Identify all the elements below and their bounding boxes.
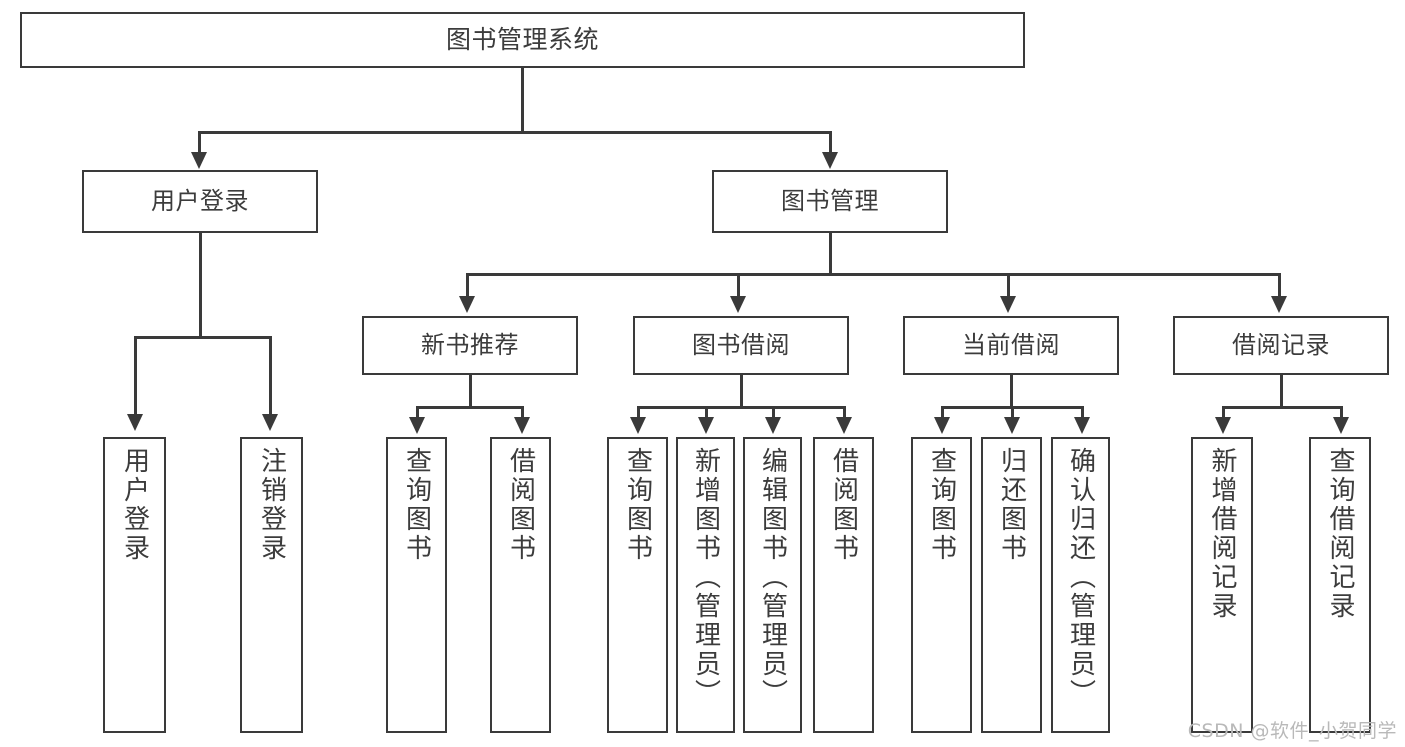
node-label: 图书管理系统 [445,25,599,54]
edge-current-borrow-to-leaf-1 [1011,406,1014,419]
node-label: 图书借阅 [692,331,790,360]
edge-book-mgmt-stem [829,233,832,275]
edge-root-to-user-login [198,131,201,155]
edge-book-mgmt-bus [466,273,1280,276]
node-label: 归还图书 [996,447,1027,563]
leaf-book-borrow-0[interactable]: 查询图书 [607,437,668,733]
node-current-borrow[interactable]: 当前借阅 [903,316,1119,375]
edge-new-books-bus [416,406,523,409]
arrow-current-borrow-to-leaf-2 [1074,417,1090,434]
node-borrow-records[interactable]: 借阅记录 [1173,316,1389,375]
node-book-borrow[interactable]: 图书借阅 [633,316,849,375]
node-label: 借阅图书 [828,447,859,563]
arrow-book-mgmt-to-child-1 [730,296,746,313]
edge-current-borrow-to-leaf-2 [1081,406,1084,419]
node-label: 图书管理 [781,187,879,216]
edge-borrow-records-bus [1222,406,1342,409]
edge-user-login-stem [199,233,202,337]
arrow-book-mgmt-to-child-3 [1271,296,1287,313]
edge-book-borrow-to-leaf-0 [637,406,640,419]
edge-book-borrow-stem [740,375,743,408]
arrow-borrow-records-to-leaf-0 [1215,417,1231,434]
leaf-current-borrow-2[interactable]: 确认归还（管理员） [1051,437,1110,733]
arrow-book-borrow-to-leaf-0 [630,417,646,434]
edge-root-to-book-mgmt [829,131,832,155]
arrow-book-borrow-to-leaf-1 [698,417,714,434]
edge-book-mgmt-to-child-1 [737,273,740,299]
arrow-book-mgmt-to-child-2 [1000,296,1016,313]
leaf-borrow-records-1[interactable]: 查询借阅记录 [1309,437,1371,733]
leaf-book-borrow-2[interactable]: 编辑图书（管理员） [743,437,802,733]
leaf-new-books-1[interactable]: 借阅图书 [490,437,551,733]
edge-user-login-bus [134,336,271,339]
edge-book-mgmt-to-child-0 [466,273,469,299]
leaf-book-borrow-3[interactable]: 借阅图书 [813,437,874,733]
node-label: 用户登录 [119,447,150,563]
edge-book-mgmt-to-child-3 [1278,273,1281,299]
node-label: 新增图书（管理员） [690,447,721,708]
arrow-user-login-to-leaf-1 [262,414,278,431]
leaf-current-borrow-1[interactable]: 归还图书 [981,437,1042,733]
node-label: 查询图书 [926,447,957,563]
edge-borrow-records-to-leaf-1 [1340,406,1343,419]
arrow-root-to-user-login [191,152,207,169]
edge-new-books-to-leaf-1 [521,406,524,419]
node-label: 借阅记录 [1232,331,1330,360]
leaf-borrow-records-0[interactable]: 新增借阅记录 [1191,437,1253,733]
node-label: 当前借阅 [962,331,1060,360]
leaf-new-books-0[interactable]: 查询图书 [386,437,447,733]
edge-book-borrow-bus [637,406,845,409]
arrow-new-books-to-leaf-0 [409,417,425,434]
edge-user-login-to-leaf-1 [269,336,272,416]
edge-new-books-to-leaf-0 [416,406,419,419]
edge-book-borrow-to-leaf-3 [843,406,846,419]
edge-current-borrow-stem [1010,375,1013,408]
watermark-text: CSDN @软件_小贺同学 [1187,720,1397,742]
edge-book-borrow-to-leaf-2 [772,406,775,419]
node-new-book-recommend[interactable]: 新书推荐 [362,316,578,375]
leaf-current-borrow-0[interactable]: 查询图书 [911,437,972,733]
edge-user-login-to-leaf-0 [134,336,137,416]
arrow-user-login-to-leaf-0 [127,414,143,431]
edge-root-bus [198,131,832,134]
node-label: 编辑图书（管理员） [757,447,788,708]
node-label: 新增借阅记录 [1207,447,1237,621]
node-label: 查询图书 [401,447,432,563]
arrow-book-borrow-to-leaf-3 [836,417,852,434]
edge-new-books-stem [469,375,472,408]
edge-borrow-records-to-leaf-0 [1222,406,1225,419]
arrow-current-borrow-to-leaf-1 [1004,417,1020,434]
edge-book-borrow-to-leaf-1 [705,406,708,419]
leaf-user-login-1[interactable]: 注销登录 [240,437,303,733]
arrow-book-mgmt-to-child-0 [459,296,475,313]
arrow-root-to-book-mgmt [822,152,838,169]
node-label: 用户登录 [151,187,249,216]
node-label: 新书推荐 [421,331,519,360]
edge-book-mgmt-to-child-2 [1007,273,1010,299]
edge-root-stem [521,68,524,132]
leaf-user-login-0[interactable]: 用户登录 [103,437,166,733]
arrow-new-books-to-leaf-1 [514,417,530,434]
arrow-current-borrow-to-leaf-0 [934,417,950,434]
node-label: 借阅图书 [505,447,536,563]
edge-borrow-records-stem [1280,375,1283,408]
edge-current-borrow-to-leaf-0 [941,406,944,419]
node-label: 注销登录 [256,447,287,563]
node-label: 查询借阅记录 [1325,447,1355,621]
leaf-book-borrow-1[interactable]: 新增图书（管理员） [676,437,735,733]
node-label: 确认归还（管理员） [1065,447,1096,708]
arrow-book-borrow-to-leaf-2 [765,417,781,434]
node-book-management[interactable]: 图书管理 [712,170,948,233]
node-user-login[interactable]: 用户登录 [82,170,318,233]
node-label: 查询图书 [622,447,653,563]
arrow-borrow-records-to-leaf-1 [1333,417,1349,434]
node-root-system[interactable]: 图书管理系统 [20,12,1025,68]
